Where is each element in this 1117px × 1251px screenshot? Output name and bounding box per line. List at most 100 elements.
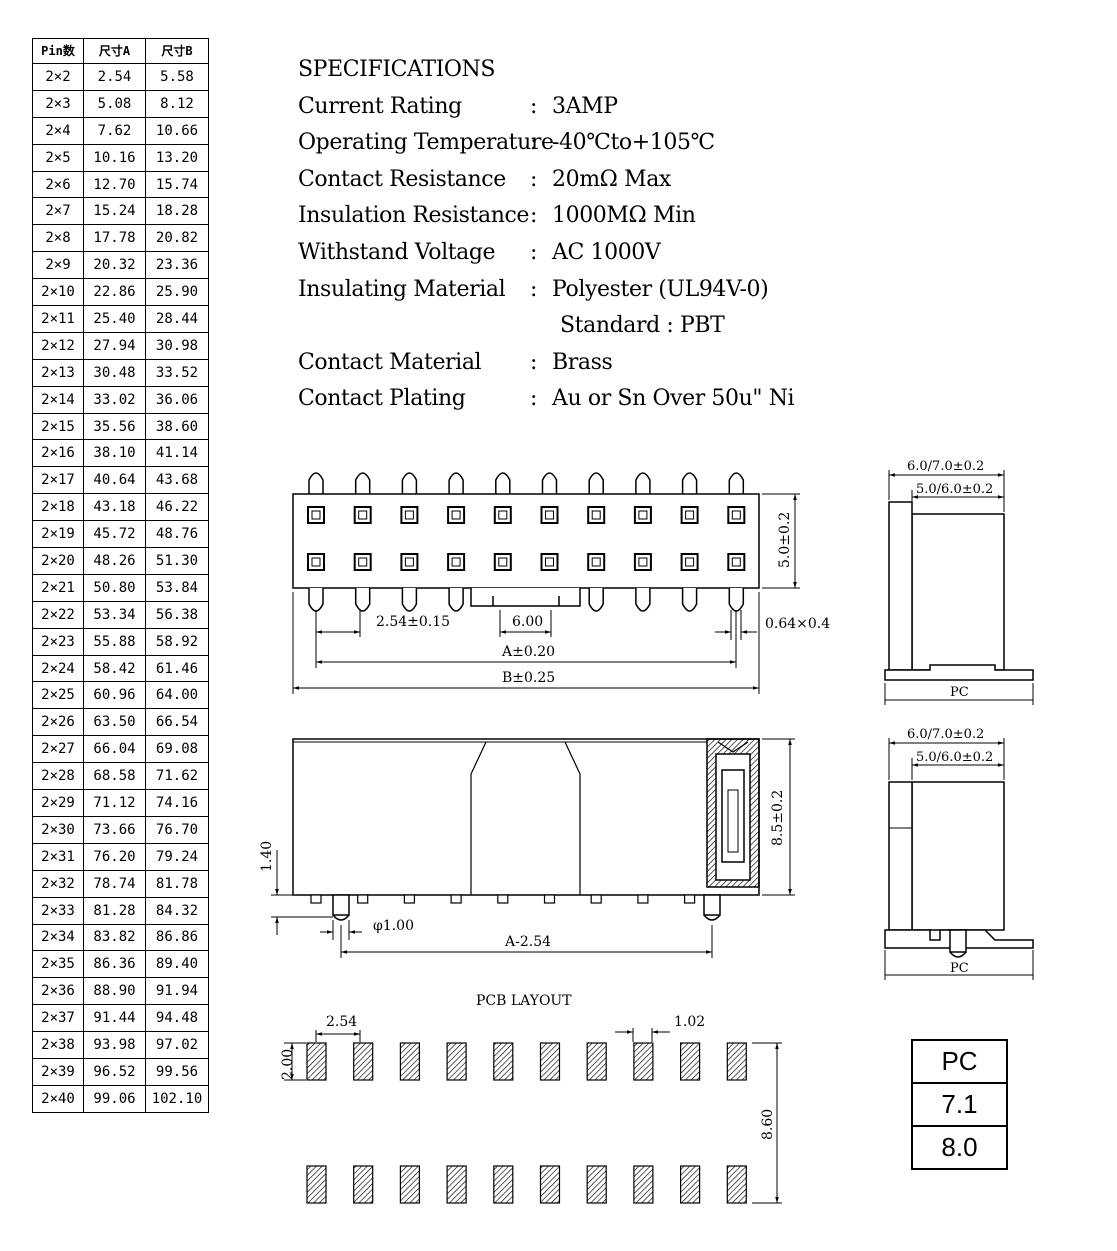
size-b-cell: 66.54 [145,708,209,737]
size-a-cell: 63.50 [83,708,146,737]
spec-value: -40℃to+105℃ [552,130,715,156]
pcb-pad-bottom [493,1165,514,1204]
contact-pin-top [681,472,698,494]
spec-row: Current Rating:3AMP [298,89,794,126]
pin-count-cell: 2×6 [32,170,84,199]
spec-row: Insulating Material:Polyester (UL94V-0) [298,272,794,309]
size-a-cell: 35.56 [83,412,146,441]
size-b-cell: 43.68 [145,466,209,495]
spec-label: Operating Temperature [298,130,554,156]
header-size-b: 尺寸B [145,38,209,64]
contact-hole-inner [451,510,461,520]
spec-colon: : [530,130,538,156]
contact-hole [680,506,699,524]
size-a-cell: 27.94 [83,331,146,360]
top-gap-label: 6.00 [512,614,543,630]
pin-count-cell: 2×3 [32,89,84,118]
size-b-cell: 8.12 [145,89,209,118]
pin-count-cell: 2×15 [32,412,84,441]
contact-hole [400,506,419,524]
spec-value: Brass [552,349,613,375]
top-height-label: 5.0±0.2 [777,512,793,568]
size-a-cell: 48.26 [83,547,146,575]
contact-hole [353,506,372,524]
contact-pin-bottom [448,588,464,612]
size-b-cell: 102.10 [145,1084,209,1113]
size-b-cell: 28.44 [145,305,209,333]
spec-row: Operating Temperature: -40℃to+105℃ [298,125,794,162]
pcb-row-span-label: 8.60 [760,1109,776,1140]
spec-value: 20mΩ Max [552,166,671,192]
pin-count-cell: 2×9 [32,251,84,280]
size-a-cell: 99.06 [83,1084,146,1113]
side-pin [683,894,696,904]
specifications-title: SPECIFICATIONS [298,57,496,82]
end1-pc-label: PC [950,685,969,700]
contact-hole-inner [731,557,741,567]
contact-pin-top [401,472,418,494]
pcb-pad-bottom [353,1165,374,1204]
size-b-cell: 89.40 [145,950,209,979]
size-a-cell: 81.28 [83,896,146,925]
contact-pin-bottom [588,588,604,612]
pin-count-cell: 2×23 [32,627,84,656]
size-a-cell: 66.04 [83,735,146,764]
pcb-pad-top [353,1042,374,1081]
spec-label: Contact Material [298,349,482,375]
size-b-cell: 91.94 [145,977,209,1006]
size-b-cell: 53.84 [145,573,209,602]
contact-hole [307,553,325,571]
size-a-cell: 58.42 [83,654,146,683]
side-dim-1-40: 1.40 [259,841,275,872]
pin-count-cell: 2×34 [32,923,84,952]
pcb-pad-top [633,1042,654,1081]
size-b-cell: 10.66 [145,116,209,145]
pin-count-cell: 2×21 [32,573,84,602]
size-a-cell: 91.44 [83,1004,146,1033]
contact-hole-inner [545,557,554,567]
side-pin [357,894,369,904]
spec-value: Polyester (UL94V-0) [552,276,769,302]
contact-pin-top [495,472,511,494]
contact-hole [727,553,746,571]
table-header-row: Pin数 尺寸A 尺寸B [32,38,209,64]
pcb-pad-width-label: 1.02 [674,1014,705,1030]
spec-colon: : [530,203,538,229]
contact-hole-inner [358,557,368,567]
size-a-cell: 93.98 [83,1031,146,1059]
size-a-cell: 86.36 [83,950,146,979]
top-dim-b-label: B±0.25 [502,670,555,686]
contact-pin-bottom [308,588,324,612]
size-b-cell: 5.58 [145,63,209,91]
contact-hole [633,506,652,524]
pcb-pad-bottom [446,1165,467,1204]
contact-hole [447,553,466,571]
size-a-cell: 88.90 [83,977,146,1006]
pcb-pad-top [493,1042,514,1081]
contact-hole [633,553,652,571]
spec-label: Contact Resistance [298,166,506,192]
spec-label: Withstand Voltage [298,239,496,265]
end2-pc-label: PC [950,961,969,976]
pc-box-value-2: 8.0 [941,1132,978,1162]
pin-count-cell: 2×12 [32,331,84,360]
size-a-cell: 7.62 [83,116,146,145]
contact-pin-top [541,472,558,494]
size-a-cell: 22.86 [83,278,146,307]
size-a-cell: 53.34 [83,600,146,629]
size-b-cell: 36.06 [145,385,209,414]
contact-hole-inner [638,510,648,520]
pcb-pad-bottom [726,1165,747,1204]
size-a-cell: 78.74 [83,869,146,898]
size-a-cell: 38.10 [83,439,146,468]
side-pin [543,894,556,904]
size-b-cell: 18.28 [145,197,209,226]
